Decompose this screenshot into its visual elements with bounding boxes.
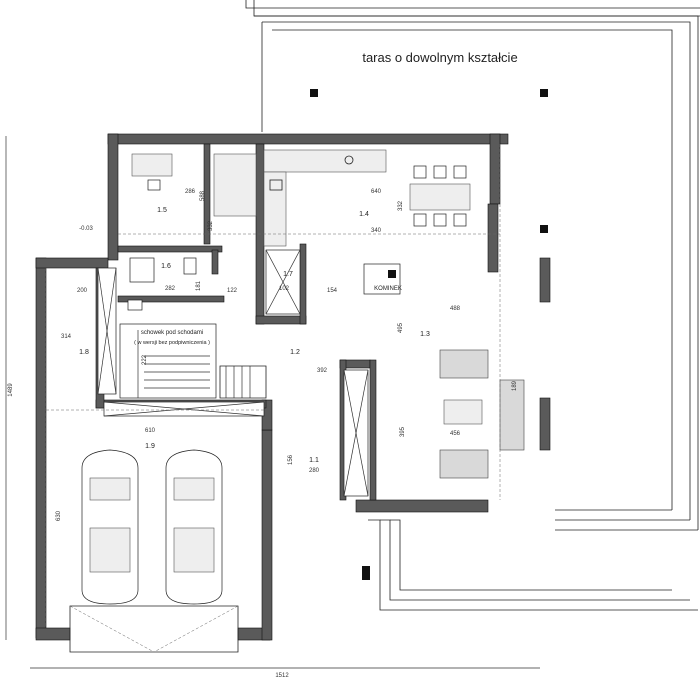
- terrace-column: [540, 225, 548, 233]
- dimension: 122: [227, 288, 238, 294]
- toilet-icon: [183, 257, 197, 275]
- room-label: 1.9: [145, 443, 155, 450]
- room-area: 488: [450, 306, 461, 312]
- dimension: 200: [77, 288, 88, 294]
- room-label: 1.6: [161, 263, 171, 270]
- room-label: 1.3: [420, 331, 430, 338]
- level-mark: -0.03: [79, 226, 93, 232]
- dimension: 332: [398, 200, 404, 211]
- car-icon: [81, 449, 139, 605]
- terrace-column: [310, 89, 318, 97]
- terrace-outline: [245, 0, 700, 611]
- dimension: 588: [200, 190, 206, 201]
- dimension: 340: [371, 228, 382, 234]
- dining-table: [409, 183, 471, 211]
- dimension: 156: [288, 454, 294, 465]
- dimension: 332: [208, 220, 214, 231]
- exterior-walls: [35, 133, 551, 641]
- room-area: 610: [145, 428, 156, 434]
- room-area: 102: [279, 286, 290, 292]
- total-width: 1512: [275, 673, 289, 679]
- built-in-wardrobes: [97, 249, 369, 497]
- hob-icon: [269, 179, 283, 191]
- room-label: 1.1: [309, 457, 319, 464]
- terrace-label: taras o dowolnym kształcie: [362, 50, 517, 65]
- fireplace: [363, 263, 401, 295]
- room-label: 1.5: [157, 207, 167, 214]
- fireplace-label: KOMINEK: [374, 286, 402, 292]
- room-label: 1.8: [79, 349, 89, 356]
- room-area: 286: [185, 189, 196, 195]
- room-area: 640: [371, 189, 382, 195]
- car-icon: [165, 449, 223, 605]
- chair-icon: [433, 165, 447, 179]
- dimension: 181: [196, 280, 202, 291]
- total-depth: 1489: [8, 383, 14, 397]
- garage-door: [69, 605, 239, 653]
- sofa-icon: [439, 449, 489, 479]
- chair-icon: [453, 213, 467, 227]
- chair-icon: [453, 165, 467, 179]
- kitchen-counter: [263, 149, 387, 173]
- sofa-icon: [499, 379, 525, 451]
- dimension: 456: [450, 431, 461, 437]
- dimension: 395: [400, 426, 406, 437]
- terrace-column: [362, 566, 370, 580]
- room-label: 1.7: [283, 271, 293, 278]
- terrace-column: [540, 89, 548, 97]
- bed-icon: [213, 153, 257, 217]
- room-area: 314: [61, 334, 72, 340]
- desk-icon: [131, 153, 173, 177]
- sink-icon: [344, 155, 354, 165]
- sofa-icon: [439, 349, 489, 379]
- dimension: 630: [56, 510, 62, 521]
- room-area: 280: [309, 468, 320, 474]
- kitchen-counter-side: [263, 171, 287, 247]
- coffee-table: [443, 399, 483, 425]
- chair-icon: [433, 213, 447, 227]
- dimension: 154: [327, 288, 338, 294]
- staircase: [119, 323, 267, 399]
- dimension: 189: [512, 380, 518, 391]
- dimension: 495: [398, 322, 404, 333]
- fireplace-core: [388, 270, 396, 278]
- washbasin-icon: [127, 299, 143, 311]
- room-label: 1.2: [290, 349, 300, 356]
- dimension: 222: [142, 354, 148, 365]
- room-area: 392: [317, 368, 328, 374]
- chair-icon: [147, 179, 161, 191]
- chair-icon: [413, 165, 427, 179]
- room-label: 1.4: [359, 211, 369, 218]
- shower-icon: [129, 257, 155, 283]
- room-area: 282: [165, 286, 176, 292]
- chair-icon: [413, 213, 427, 227]
- storage-note: schowek pod schodami: [141, 330, 203, 336]
- storage-note: ( w wersji bez podpiwniczenia ): [134, 340, 210, 346]
